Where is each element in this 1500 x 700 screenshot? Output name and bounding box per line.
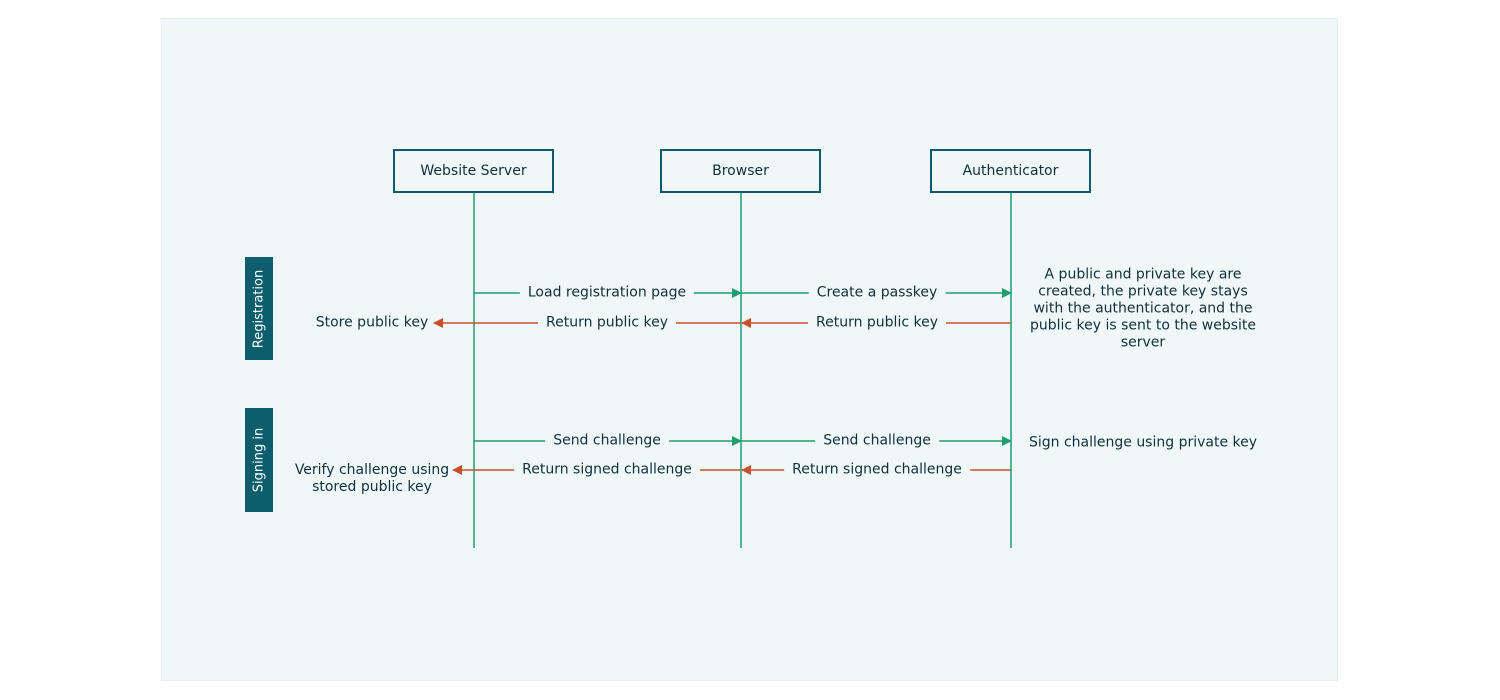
actor-website-server: Website Server [393,149,554,193]
phase-signing-in: Signing in [245,408,273,512]
phase-registration: Registration [245,257,273,360]
msg-return-signed-challenge-browser: Return signed challenge [514,461,700,479]
note-verify-challenge: Verify challenge using stored public key [294,462,450,495]
msg-create-passkey: Create a passkey [808,284,946,302]
msg-send-challenge-browser: Send challenge [815,432,939,450]
actor-authenticator: Authenticator [930,149,1091,193]
msg-return-public-key-browser: Return public key [538,314,676,332]
phase-registration-label: Registration [251,269,267,348]
msg-send-challenge-server: Send challenge [545,432,669,450]
actor-browser: Browser [660,149,821,193]
note-sign-challenge: Sign challenge using private key [1028,434,1258,451]
diagram-panel [161,18,1338,681]
msg-return-signed-challenge-authenticator: Return signed challenge [784,461,970,479]
note-store-public-key: Store public key [315,314,429,331]
phase-signing-in-label: Signing in [251,427,267,493]
msg-load-registration-page: Load registration page [519,284,695,302]
note-key-created: A public and private key are created, th… [1029,266,1257,351]
msg-return-public-key-authenticator: Return public key [808,314,946,332]
